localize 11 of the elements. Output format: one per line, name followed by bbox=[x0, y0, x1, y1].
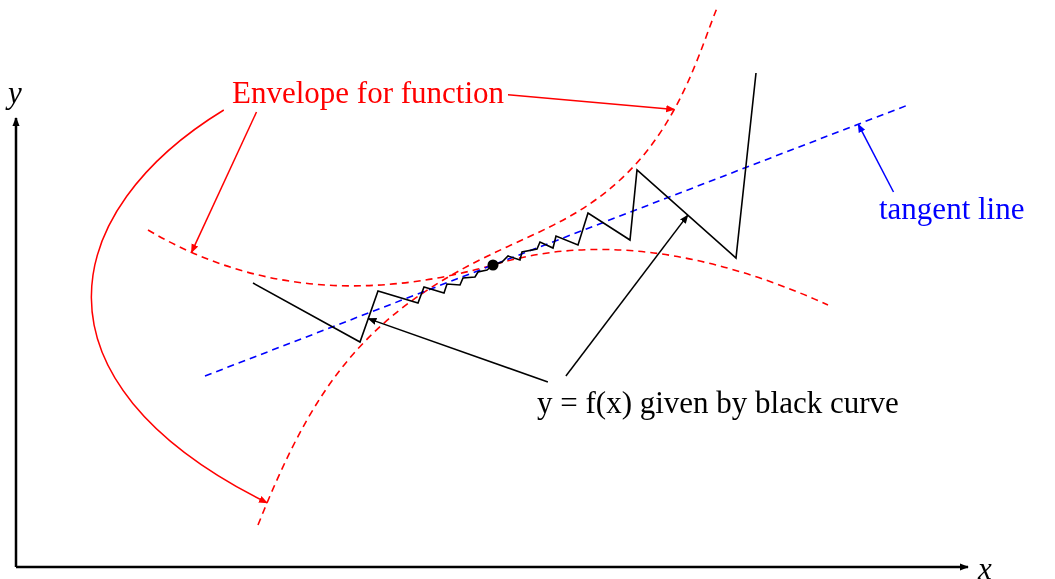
envelope-curve bbox=[147, 229, 829, 306]
leader-arrow bbox=[90, 109, 268, 504]
tangent-line-label: tangent line bbox=[879, 192, 1025, 226]
function-label: y = f(x) given by black curve bbox=[537, 386, 899, 420]
leader-arrow bbox=[367, 317, 549, 383]
leader-arrow bbox=[507, 93, 676, 113]
leader-arrow bbox=[190, 111, 258, 254]
axis-label: x bbox=[978, 552, 992, 579]
leader-arrow bbox=[857, 123, 895, 193]
envelope-label: Envelope for function bbox=[232, 76, 505, 110]
leader-arrow bbox=[565, 214, 689, 377]
